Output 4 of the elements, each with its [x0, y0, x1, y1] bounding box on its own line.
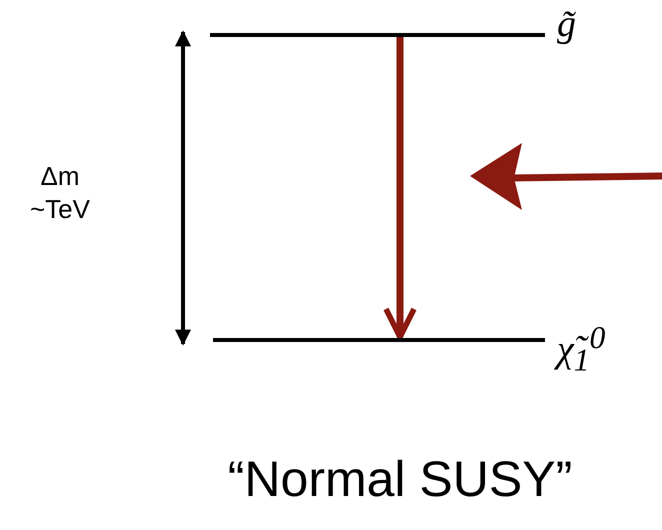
level-label: g̃ — [557, 5, 576, 43]
caption: “Normal SUSY” — [226, 450, 574, 508]
dimension-label: Δm ~TeV — [29, 160, 91, 225]
arrow — [383, 37, 417, 340]
